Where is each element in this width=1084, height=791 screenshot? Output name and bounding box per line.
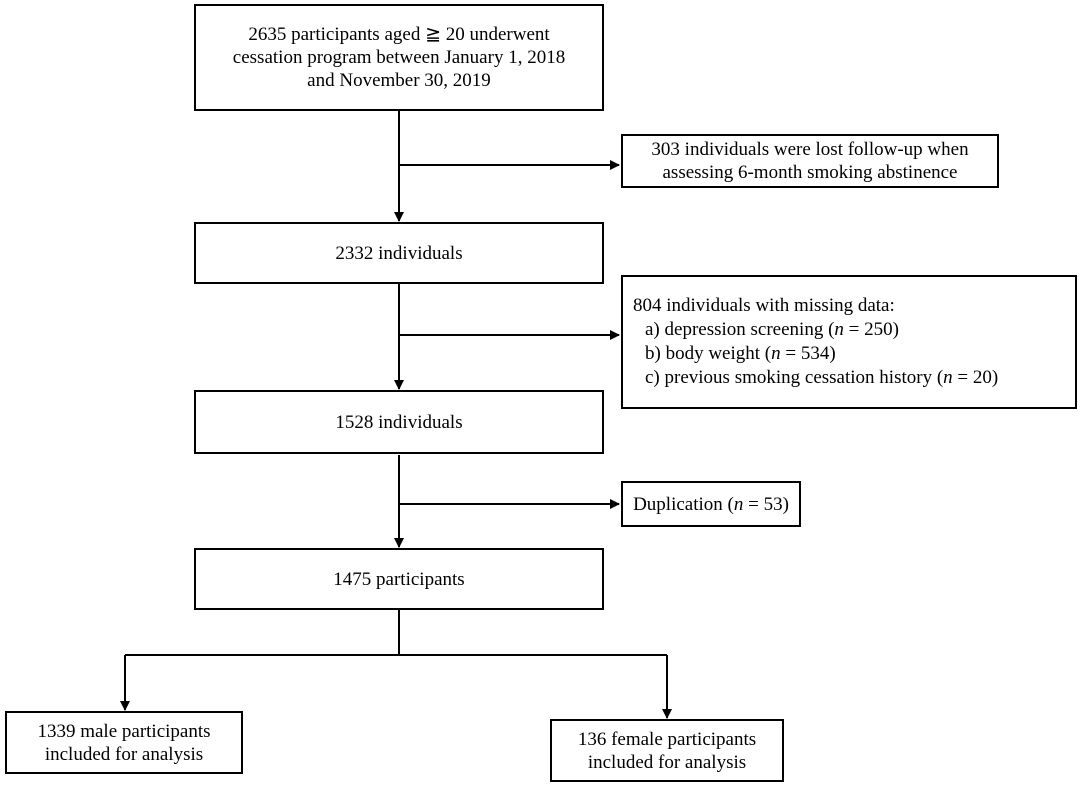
box-initial-line2: cessation program between January 1, 201…	[232, 47, 566, 68]
box-1475-participants: 1475 participants	[194, 548, 604, 610]
duplication-label: Duplication (n = 53)	[633, 493, 789, 515]
missing-data-title: 804 individuals with missing data:	[633, 295, 895, 316]
box-1528-individuals: 1528 individuals	[194, 390, 604, 454]
box-lost-followup-line2: assessing 6-month smoking abstinence	[662, 162, 958, 183]
box-lost-followup-line1: 303 individuals were lost follow-up when	[651, 139, 969, 160]
box-duplication: Duplication (n = 53)	[621, 481, 801, 527]
box-2332-label: 2332 individuals	[335, 242, 463, 264]
missing-item-depression: a) depression screening (n = 250)	[645, 319, 899, 340]
box-initial-participants: 2635 participants aged ≧ 20 underwent ce…	[194, 4, 604, 111]
box-male-line2: included for analysis	[44, 743, 204, 765]
box-male-line1: 1339 male participants	[37, 720, 211, 742]
box-male-participants: 1339 male participants included for anal…	[5, 711, 243, 774]
box-initial-line3: and November 30, 2019	[307, 70, 491, 91]
box-2332-individuals: 2332 individuals	[194, 222, 604, 284]
box-female-line1: 136 female participants	[577, 728, 757, 750]
box-female-participants: 136 female participants included for ana…	[550, 719, 784, 782]
box-1528-label: 1528 individuals	[335, 411, 463, 433]
box-female-line2: included for analysis	[587, 751, 747, 773]
box-1475-label: 1475 participants	[333, 568, 465, 590]
box-lost-followup: 303 individuals were lost follow-up when…	[621, 134, 999, 188]
missing-item-cessation-history: c) previous smoking cessation history (n…	[645, 367, 999, 388]
missing-item-body-weight: b) body weight (n = 534)	[645, 343, 836, 364]
box-missing-data: 804 individuals with missing data: a) de…	[621, 275, 1077, 409]
box-initial-line1: 2635 participants aged ≧ 20 underwent	[248, 24, 550, 45]
